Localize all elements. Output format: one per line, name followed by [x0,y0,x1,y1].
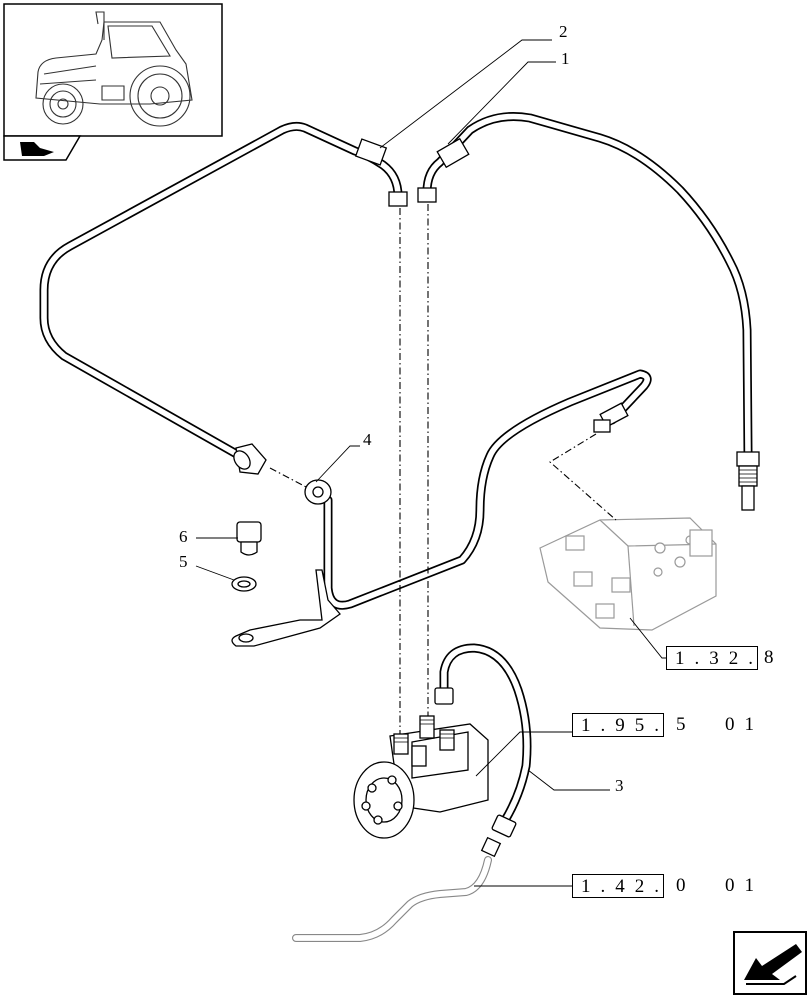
callout-1: 1 [561,49,570,68]
pipe-3 [434,643,532,858]
washer-5 [231,576,257,592]
callout-4: 4 [363,430,372,449]
valve-block-ghost [539,517,717,631]
return-pipe-ghost [292,856,492,942]
pipe-1 [417,112,760,511]
callout-6: 6 [179,527,188,546]
callout-2: 2 [559,22,568,41]
callout-3: 3 [615,776,624,795]
tractor-thumbnail-icon[interactable] [3,3,223,137]
reference-suffix-1-32: 8 [764,647,784,668]
pipe-2 [39,121,408,475]
steering-unit [353,715,489,839]
section-tab-icon[interactable] [3,135,82,161]
reference-box-1-42[interactable]: 1.42. [572,874,664,898]
leader-lines [195,39,666,887]
pipe-4 [231,369,652,647]
bolt-6 [236,521,262,556]
next-page-arrow-icon[interactable] [733,931,807,995]
reference-box-1-32[interactable]: 1.32. [666,646,758,670]
connection-lines [269,204,617,734]
reference-box-1-95[interactable]: 1.95. [572,713,664,737]
callout-5: 5 [179,552,188,571]
reference-suffix-1-95: 5 01 [676,714,764,735]
reference-suffix-1-42: 0 01 [676,875,764,896]
